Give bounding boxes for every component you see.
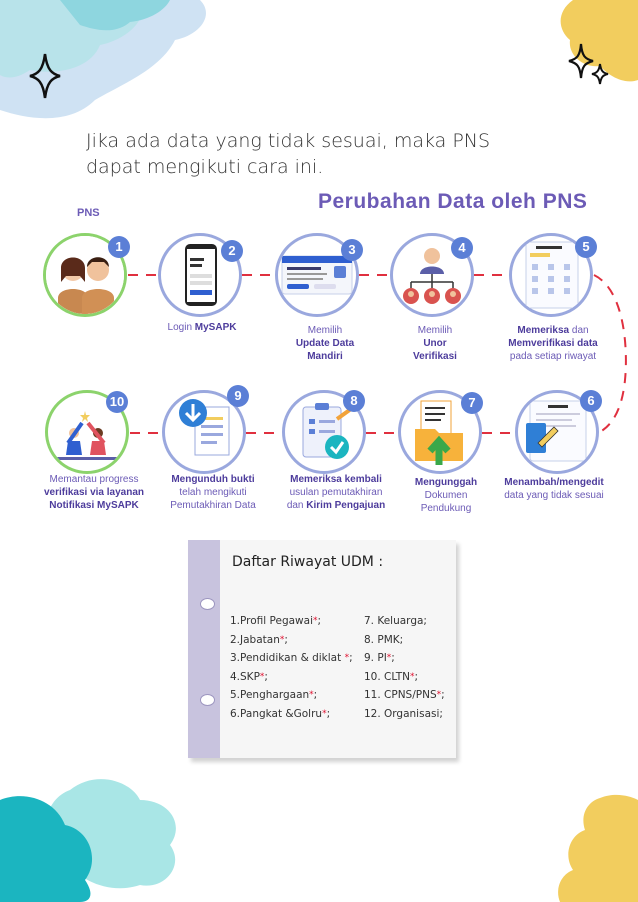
list-item: 4.SKP*; <box>230 670 268 683</box>
clipboard-check-icon <box>302 403 353 459</box>
step-2-number: 2 <box>221 240 243 262</box>
list-item: 2.Jabatan*; <box>230 633 288 646</box>
card-binding-strip <box>188 540 220 758</box>
step-7-number: 7 <box>461 392 483 414</box>
list-item: 12. Organisasi; <box>364 707 443 720</box>
step-10-number: 10 <box>106 391 128 413</box>
mysapk-phone-icon <box>185 244 217 306</box>
step-5-label: Memeriksa dan Memverifikasi data pada se… <box>508 325 598 362</box>
list-item: 8. PMK; <box>364 633 404 646</box>
step-4-circle <box>390 233 474 317</box>
binder-hole <box>200 694 215 706</box>
decor-blob-bottom-left <box>0 779 176 902</box>
step-1-circle <box>43 233 127 317</box>
step-10-label: Memantau progress verifikasi via layanan… <box>43 474 145 511</box>
notification-people-icon <box>56 411 118 460</box>
udm-list-left: 1.Profil Pegawai*; 2.Jabatan*; 3.Pendidi… <box>230 612 353 723</box>
list-item: 7. Keluarga; <box>364 615 427 627</box>
actor-label: PNS <box>77 207 100 219</box>
step-4-label: Memilih Unor Verifikasi <box>413 325 457 362</box>
page-title: Perubahan Data oleh PNS <box>318 190 588 213</box>
step-6-number: 6 <box>580 390 602 412</box>
data-list-screen-icon <box>525 241 579 309</box>
download-document-icon <box>179 399 230 456</box>
pns-officers-icon <box>46 236 124 314</box>
decor-blob-bottom-right <box>558 794 638 902</box>
list-item: 1.Profil Pegawai*; <box>230 615 322 627</box>
step-9-number: 9 <box>227 385 249 407</box>
intro-line-2: dapat mengikuti cara ini. <box>86 156 324 178</box>
list-item: 9. PI*; <box>364 652 395 664</box>
step-8-number: 8 <box>343 390 365 412</box>
intro-text: Jika ada data yang tidak sesuai, maka PN… <box>86 128 506 180</box>
udm-list-card: Daftar Riwayat UDM : 1.Profil Pegawai*; … <box>188 540 456 758</box>
sparkle-icon <box>29 53 61 99</box>
step-4-number: 4 <box>451 237 473 259</box>
udm-list-right: 7. Keluarga; 8. PMK; 9. PI*; 10. CLTN*; … <box>364 612 445 723</box>
binder-hole <box>200 598 215 610</box>
step-2-label: Login MySAPK <box>167 322 237 333</box>
list-item: 3.Pendidikan & diklat *; <box>230 652 353 664</box>
step-3-number: 3 <box>341 239 363 261</box>
step-8-label: Memeriksa kembali usulan pemutakhiran da… <box>286 474 386 511</box>
udm-list-title: Daftar Riwayat UDM : <box>232 554 384 570</box>
sparkle-icon <box>568 43 609 85</box>
update-data-screen-icon <box>281 255 353 295</box>
list-item: 6.Pangkat &Golru*; <box>230 707 331 720</box>
list-item: 10. CLTN*; <box>364 670 419 683</box>
step-5-circle <box>509 233 593 317</box>
step-7-label: Mengunggah Dokumen Pendukung <box>414 477 478 514</box>
edit-form-icon <box>526 400 587 462</box>
org-unit-icon <box>403 248 461 304</box>
step-3-label: Memilih Update Data Mandiri <box>295 325 355 362</box>
step-5-number: 5 <box>575 236 597 258</box>
step-6-label: Menambah/mengedit data yang tidak sesuai <box>504 477 604 501</box>
intro-line-1: Jika ada data yang tidak sesuai, maka PN… <box>86 130 491 152</box>
step-1-number: 1 <box>108 236 130 258</box>
list-item: 11. CPNS/PNS*; <box>364 689 445 701</box>
decor-blob-top-right <box>560 0 638 82</box>
upload-document-icon <box>415 400 463 465</box>
list-item: 5.Penghargaan*; <box>230 689 318 701</box>
decor-blob-top-left <box>0 0 206 119</box>
step-9-label: Mengunduh bukti telah mengikuti Pemutakh… <box>170 474 256 511</box>
step-7-circle <box>398 390 482 474</box>
